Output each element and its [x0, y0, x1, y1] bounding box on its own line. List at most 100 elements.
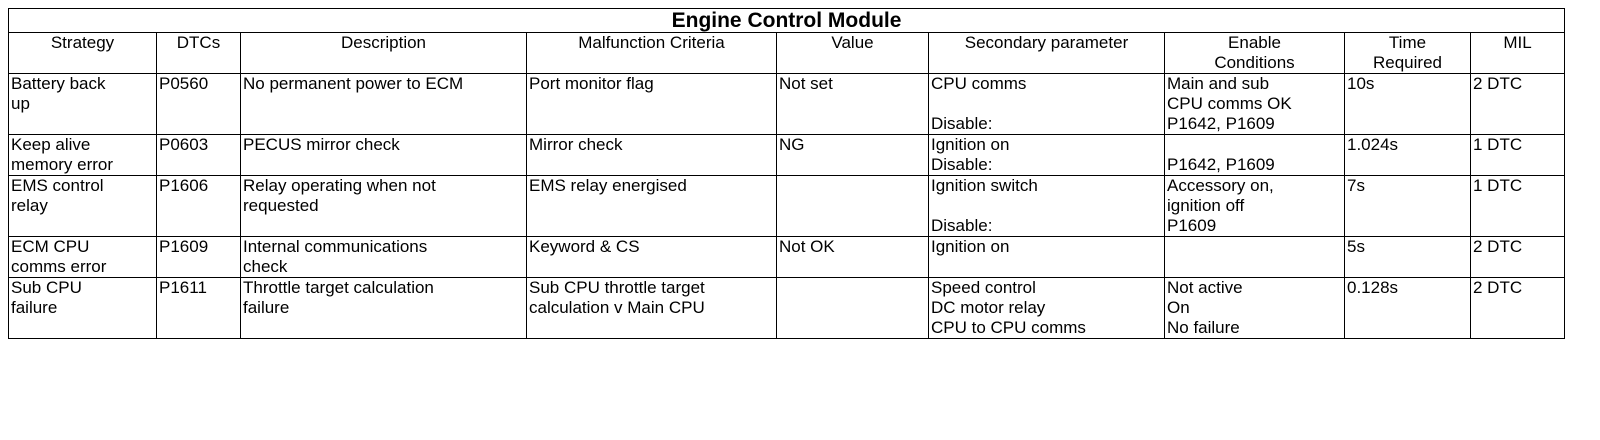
cell-text: 0.128s [1347, 278, 1399, 297]
table-cell: Ignition switch Disable: [928, 175, 1165, 237]
cell-text: Throttle target calculation failure [243, 278, 434, 317]
cell-text: P0560 [159, 74, 209, 93]
column-header: Time Required [1344, 32, 1471, 74]
table-cell: Relay operating when not requested [240, 175, 527, 237]
table-cell: Port monitor flag [526, 73, 777, 135]
table-cell: EMS relay energised [526, 175, 777, 237]
table-cell: 5s [1344, 236, 1471, 278]
table-cell: PECUS mirror check [240, 134, 527, 176]
table-cell: 1 DTC [1469, 175, 1566, 237]
table-cell: Battery back up [8, 73, 157, 135]
table-cell: P0603 [156, 134, 241, 176]
table-cell: 7s [1344, 175, 1471, 237]
column-header: Value [776, 32, 929, 74]
column-header: Description [240, 32, 527, 74]
cell-text: CPU comms Disable: [931, 74, 1027, 133]
cell-text: Accessory on, ignition off P1609 [1167, 176, 1274, 235]
cell-text: 2 DTC [1473, 278, 1523, 297]
cell-text: Sub CPU failure [11, 278, 82, 317]
column-header-label: MIL [1503, 33, 1532, 52]
cell-text: Port monitor flag [529, 74, 654, 93]
table-cell: Sub CPU throttle target calculation v Ma… [526, 277, 777, 339]
column-header-label: DTCs [176, 33, 221, 52]
table-cell: Throttle target calculation failure [240, 277, 527, 339]
cell-text: Speed control DC motor relay CPU to CPU … [931, 278, 1086, 337]
table-cell: No permanent power to ECM [240, 73, 527, 135]
table-cell: Speed control DC motor relay CPU to CPU … [928, 277, 1165, 339]
table-cell: Not active On No failure [1164, 277, 1345, 339]
cell-text: Sub CPU throttle target calculation v Ma… [529, 278, 705, 317]
cell-text: NG [779, 135, 805, 154]
column-header: DTCs [156, 32, 241, 74]
table-cell: Keep alive memory error [8, 134, 157, 176]
cell-text: Internal communications check [243, 237, 428, 276]
column-header: Malfunction Criteria [526, 32, 777, 74]
table-cell: P1611 [156, 277, 241, 339]
table-row: ECM CPU comms error P1609 Internal communi… [8, 236, 1566, 278]
table-cell: P1609 [156, 236, 241, 278]
cell-text: Not OK [779, 237, 835, 256]
cell-text: ECM CPU comms error [11, 237, 107, 276]
table-title: Engine Control Module [7, 8, 1566, 33]
column-header-label: Description [340, 33, 427, 52]
cell-text: Relay operating when not requested [243, 176, 436, 215]
table-cell: Not set [776, 73, 929, 135]
table-row: Sub CPU failure P1611 Throttle target calc… [8, 277, 1566, 339]
table-cell [776, 175, 929, 237]
column-header-label: Strategy [50, 33, 115, 52]
cell-text: PECUS mirror check [243, 135, 400, 154]
cell-text: 10s [1347, 74, 1375, 93]
table-cell: NG [776, 134, 929, 176]
table-cell: 1.024s [1344, 134, 1471, 176]
table-cell: Sub CPU failure [8, 277, 157, 339]
table-cell: P0560 [156, 73, 241, 135]
table-cell [1164, 236, 1345, 278]
table-cell: Accessory on, ignition off P1609 [1164, 175, 1345, 237]
table-cell: 2 DTC [1469, 73, 1566, 135]
cell-text: No permanent power to ECM [243, 74, 464, 93]
table-cell: 0.128s [1344, 277, 1471, 339]
cell-text: Ignition on Disable: [931, 135, 1010, 174]
cell-text: Keep alive memory error [11, 135, 114, 174]
table-cell: 10s [1344, 73, 1471, 135]
table-cell: Internal communications check [240, 236, 527, 278]
engine-control-module-table: Engine Control Module Strategy DTCs Descri… [7, 8, 1566, 339]
table-cell: Ignition on [928, 236, 1165, 278]
table-cell: 2 DTC [1469, 236, 1566, 278]
cell-text: Battery back up [11, 74, 106, 113]
cell-text: 5s [1347, 237, 1365, 256]
table-row: Battery back up P0560 No permanent power t… [8, 73, 1566, 135]
table-cell: EMS control relay [8, 175, 157, 237]
column-header-label: Malfunction Criteria [578, 33, 725, 52]
cell-text: Main and sub CPU comms OK P1642, P1609 [1167, 74, 1292, 133]
column-header: Secondary parameter [928, 32, 1165, 74]
cell-text: 1 DTC [1473, 176, 1523, 195]
cell-text: 1 DTC [1473, 135, 1523, 154]
column-header-label: Secondary parameter [964, 33, 1129, 52]
table-body: Battery back up P0560 No permanent power t… [8, 73, 1566, 339]
cell-text: P1642, P1609 [1167, 155, 1275, 174]
table-cell: 1 DTC [1469, 134, 1566, 176]
cell-text: EMS relay energised [529, 176, 687, 195]
column-header-label: Value [831, 33, 874, 52]
cell-text: 2 DTC [1473, 74, 1523, 93]
table-cell: Main and sub CPU comms OK P1642, P1609 [1164, 73, 1345, 135]
cell-text: Not set [779, 74, 833, 93]
cell-text: Mirror check [529, 135, 623, 154]
cell-text: 7s [1347, 176, 1365, 195]
table-cell: Mirror check [526, 134, 777, 176]
cell-text: Ignition switch Disable: [931, 176, 1038, 235]
cell-text: 1.024s [1347, 135, 1399, 154]
cell-text: Not active On No failure [1167, 278, 1243, 337]
table-cell: 2 DTC [1469, 277, 1566, 339]
table-cell [776, 277, 929, 339]
cell-text: Ignition on [931, 237, 1010, 256]
column-header: Strategy [8, 32, 157, 74]
table-cell: P1606 [156, 175, 241, 237]
table-cell: CPU comms Disable: [928, 73, 1165, 135]
column-header-label: Time Required [1373, 33, 1442, 72]
cell-text: P1611 [159, 278, 207, 297]
cell-text: P1609 [159, 237, 209, 256]
